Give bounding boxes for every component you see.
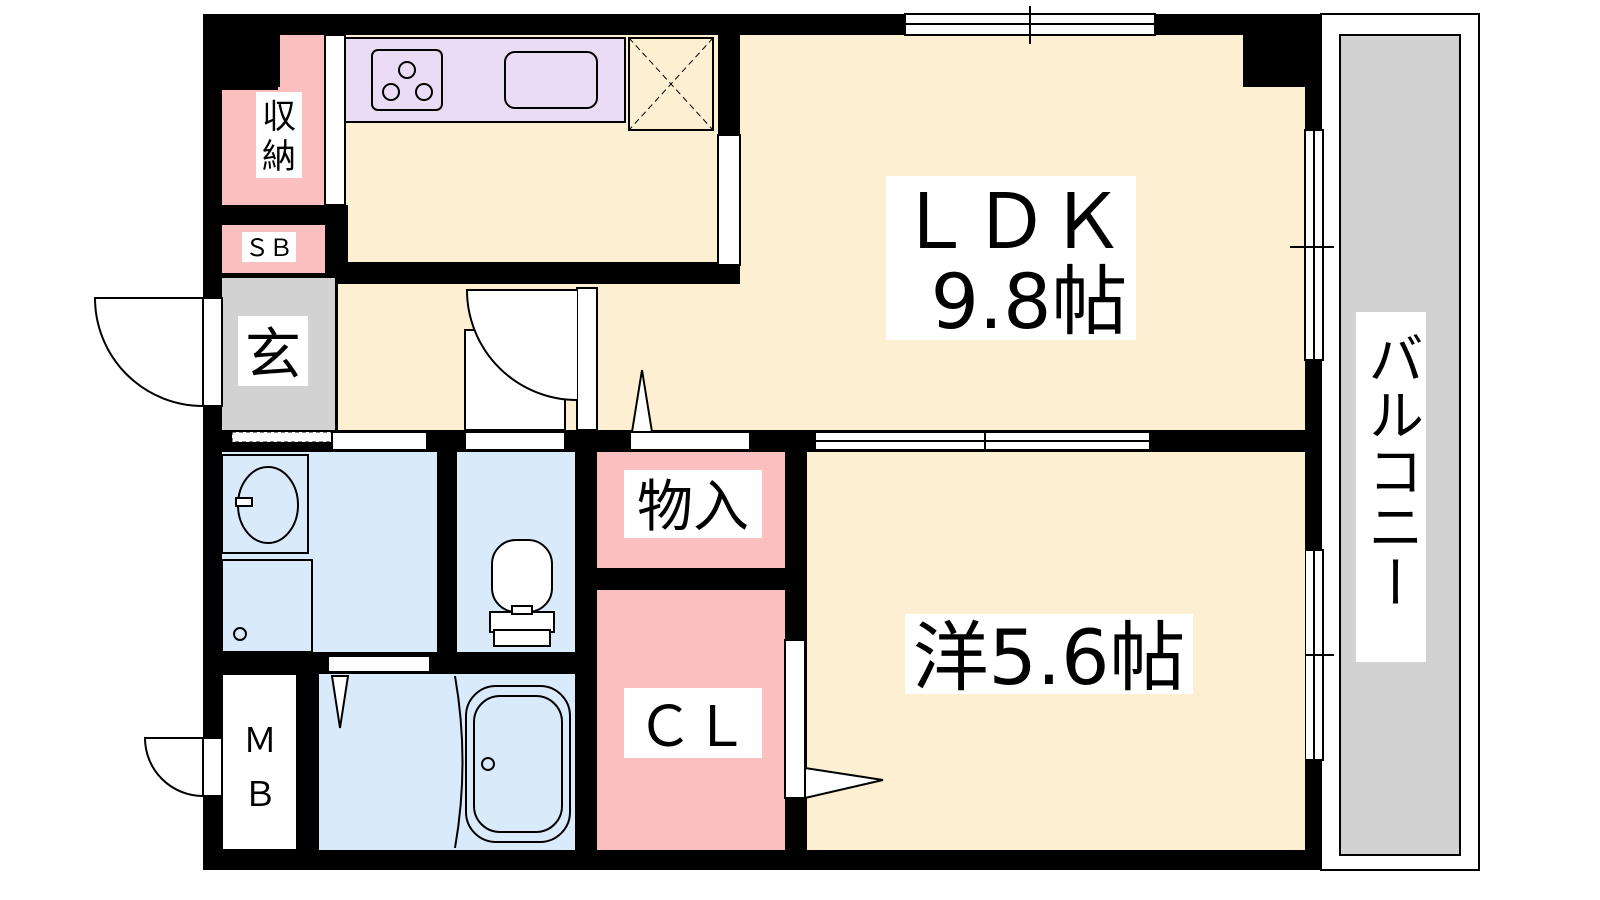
entrance-door (93, 297, 223, 407)
toilet-icon (489, 539, 555, 647)
storage-door (324, 34, 346, 206)
toilet-wall-left (437, 452, 457, 652)
kitchen-counter (344, 37, 714, 131)
closet-small-label: 物入 (624, 470, 762, 540)
corridor-door (464, 287, 598, 431)
washroom-door (331, 431, 428, 451)
toilet-door (464, 431, 566, 451)
entrance-name: 玄 (245, 323, 301, 388)
entrance-label: 玄 (238, 316, 308, 388)
ldk-right-window (1290, 129, 1334, 361)
kitchen-wall-right (718, 35, 740, 135)
storage-pillar (222, 35, 280, 87)
washbasin-icon (221, 454, 309, 554)
balcony-name: バルコニー (1359, 330, 1424, 610)
shoe-box-label: ＳＢ (242, 232, 296, 262)
kitchen-window (717, 134, 741, 266)
meter-box-door (143, 737, 223, 797)
kitchen-wall (330, 262, 740, 284)
closet-label: ＣＬ (624, 688, 762, 760)
bath-door-swing (330, 675, 350, 729)
storage-top-line2: 納 (262, 137, 296, 177)
entrance-step (231, 431, 333, 443)
toilet-wall-right (575, 452, 597, 852)
western-door-top (814, 430, 1151, 452)
closet-door-top (629, 431, 751, 451)
meter-box-line2: Ｂ (243, 775, 277, 815)
bath-door (327, 655, 431, 673)
closet-door-swing (630, 369, 654, 433)
stove-icon (371, 49, 443, 111)
closet-small-name: 物入 (637, 475, 749, 540)
fridge-space (628, 37, 714, 131)
western-name: 洋5.6帖 (913, 613, 1186, 702)
ldk-size: 9.8帖 (931, 257, 1128, 346)
closet-name: ＣＬ (637, 695, 749, 760)
bath-curtain (454, 675, 464, 849)
ldk-name: ＬＤＫ (897, 177, 1125, 266)
sink-icon (504, 51, 598, 109)
ldk-label: ＬＤＫ 9.8帖 (886, 176, 1136, 346)
bathtub-icon (465, 685, 571, 843)
bottom-wall (203, 850, 1321, 870)
closet-divider (597, 568, 785, 590)
balcony-label: バルコニー (1356, 312, 1426, 662)
western-label: 洋5.6帖 (905, 613, 1193, 702)
pillar (1243, 35, 1305, 87)
shoe-box-name: ＳＢ (245, 234, 293, 262)
storage-top-label: 収 納 (256, 92, 302, 178)
meter-box-label: Ｍ Ｂ (243, 721, 277, 815)
washing-machine-space (221, 559, 313, 653)
storage-top-line1: 収 (262, 97, 296, 137)
western-door (784, 639, 884, 800)
kitchen-wall-left (330, 205, 348, 284)
meter-box-line1: Ｍ (243, 721, 277, 761)
ldk-top-window (904, 6, 1156, 44)
mb-wall (297, 674, 319, 850)
meter-box (221, 673, 298, 851)
